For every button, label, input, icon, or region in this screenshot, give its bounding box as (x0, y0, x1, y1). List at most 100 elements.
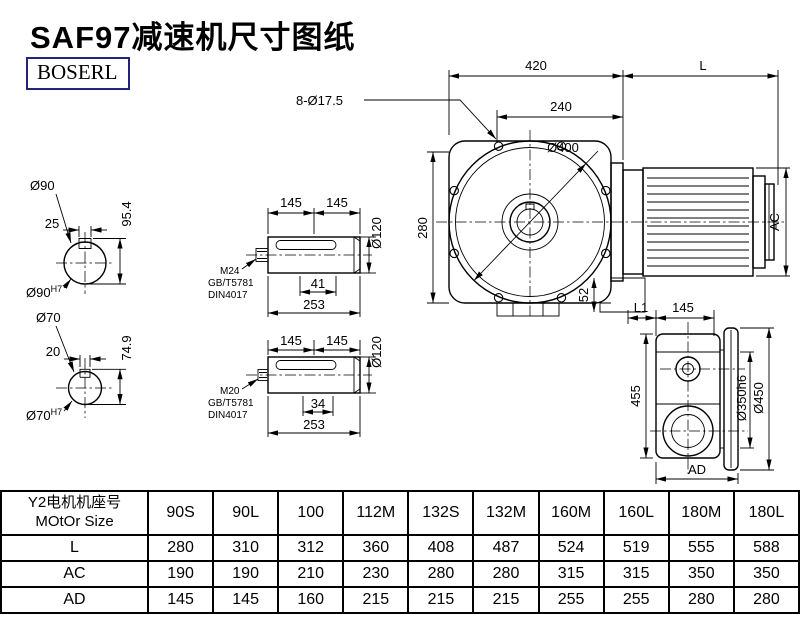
table-row-AC: AC 190 190 210 230 280 280 315 315 350 3… (0, 560, 800, 588)
motor-size-col-3: 112M (342, 490, 410, 536)
cell-L-7: 519 (602, 534, 670, 562)
output-flange (723, 327, 739, 471)
cell-L-4: 408 (407, 534, 475, 562)
cell-AC-1: 190 (212, 560, 280, 588)
motor-size-col-5: 132M (472, 490, 540, 536)
cell-L-8: 555 (667, 534, 735, 562)
dia-label-1: Ø90 (30, 178, 55, 193)
dim-253-shaft2: 253 (303, 417, 325, 432)
cell-AD-7: 255 (602, 586, 670, 614)
dim-52: 52 (576, 288, 591, 302)
technical-drawing: 420 L 240 8-Ø17.5 Ø400 280 52 (26, 58, 790, 484)
dim-dia-shaft2: Ø120 (369, 336, 384, 368)
row-label-AD: AD (0, 586, 149, 614)
cell-AD-0: 145 (146, 586, 215, 614)
cell-AC-0: 190 (146, 560, 215, 588)
cell-AC-8: 350 (667, 560, 735, 588)
cell-L-2: 312 (277, 534, 345, 562)
cell-AC-4: 280 (407, 560, 475, 588)
dim-L1: L1 (634, 300, 648, 315)
dia-400: Ø400 (547, 140, 579, 155)
dim-280: 280 (415, 217, 430, 239)
dim-key-2: 20 (46, 344, 60, 359)
standard-label-2b: DIN4017 (208, 410, 248, 421)
thread-label-2: M20 (220, 386, 240, 397)
table-row-AD: AD 145 145 160 215 215 215 255 255 280 2… (0, 586, 800, 614)
dim-145a-shaft1: 145 (280, 195, 302, 210)
motor-size-col-2: 100 (277, 490, 345, 536)
cell-AD-9: 280 (732, 586, 800, 614)
cell-AC-9: 350 (732, 560, 800, 588)
motor-size-col-1: 90L (212, 490, 280, 536)
bore-label-1: Ø90H7 (26, 284, 62, 300)
dim-dia-shaft1: Ø120 (369, 217, 384, 249)
row-label-AC: AC (0, 560, 149, 588)
motor-size-col-6: 160M (537, 490, 605, 536)
dia-350: Ø350h6 (734, 375, 749, 421)
motor-size-header: Y2电机机座号 MOtOr Size (0, 490, 149, 536)
dim-height-2: 74.9 (119, 335, 134, 360)
table-row-L: L 280 310 312 360 408 487 524 519 555 58… (0, 534, 800, 562)
keyway-1 (275, 240, 337, 250)
cell-L-1: 310 (212, 534, 280, 562)
dim-145b-shaft2: 145 (326, 333, 348, 348)
motor-size-col-8: 180M (667, 490, 735, 536)
side-view-drawing: L1 145 455 Ø350h6 Ø450 AD (627, 300, 774, 484)
shaft-side-view-2: 145 145 Ø120 M20 GB/T5781 DIN4017 34 253 (208, 333, 384, 437)
motor-size-col-7: 160L (602, 490, 670, 536)
standard-label-1a: GB/T5781 (208, 278, 254, 289)
dim-height-1: 95.4 (119, 201, 134, 226)
cell-L-3: 360 (342, 534, 410, 562)
dim-41: 41 (311, 276, 325, 291)
cell-AC-2: 210 (277, 560, 345, 588)
cell-AD-8: 280 (667, 586, 735, 614)
fan-cover (764, 183, 775, 261)
cell-L-5: 487 (472, 534, 540, 562)
cell-AC-7: 315 (602, 560, 670, 588)
cell-AC-3: 230 (342, 560, 410, 588)
cell-L-0: 280 (146, 534, 215, 562)
bolt-holes-label: 8-Ø17.5 (296, 93, 343, 108)
cell-AC-6: 315 (537, 560, 605, 588)
dia-label-2: Ø70 (36, 310, 61, 325)
front-view-drawing: 420 L 240 8-Ø17.5 Ø400 280 52 (296, 58, 790, 317)
cell-AD-6: 255 (537, 586, 605, 614)
bore-label-2: Ø70H7 (26, 407, 62, 423)
cell-AD-3: 215 (342, 586, 410, 614)
thread-label-1: M24 (220, 266, 240, 277)
cell-L-6: 524 (537, 534, 605, 562)
shaft-end-view-2: Ø70 20 74.9 Ø70H7 (26, 310, 134, 423)
shaft-end-circle-1 (63, 241, 107, 285)
shaft-end-view-1: Ø90 25 95.4 Ø90H7 (26, 178, 134, 300)
standard-label-1b: DIN4017 (208, 290, 248, 301)
keyway-2 (275, 360, 337, 370)
dim-240: 240 (550, 99, 572, 114)
dim-AD: AD (688, 462, 706, 477)
table-header-row: Y2电机机座号 MOtOr Size 90S 90L 100 112M 132S… (0, 490, 800, 536)
cell-L-9: 588 (732, 534, 800, 562)
gearbox-profile (655, 333, 721, 459)
shaft-body-2 (267, 356, 361, 394)
dimension-table: Y2电机机座号 MOtOr Size 90S 90L 100 112M 132S… (0, 490, 800, 614)
dim-145-side: 145 (672, 300, 694, 315)
dim-145a-shaft2: 145 (280, 333, 302, 348)
cell-AD-5: 215 (472, 586, 540, 614)
dim-455: 455 (628, 385, 643, 407)
shaft-end-circle-2 (67, 370, 103, 406)
motor-size-col-4: 132S (407, 490, 475, 536)
motor-size-col-9: 180L (732, 490, 800, 536)
dim-420: 420 (525, 58, 547, 73)
motor-size-header-en: MOtOr Size (35, 513, 114, 530)
dim-L: L (699, 58, 706, 73)
shaft-body-1 (267, 236, 361, 274)
page-title: SAF97减速机尺寸图纸 (30, 20, 356, 55)
dim-key-1: 25 (45, 216, 59, 231)
motor-size-col-0: 90S (146, 490, 215, 536)
shaft-side-view-1: 145 145 Ø120 M24 GB/T5781 DIN4017 41 253 (208, 195, 384, 317)
cell-AD-1: 145 (212, 586, 280, 614)
dim-34: 34 (311, 396, 325, 411)
cell-AD-2: 160 (277, 586, 345, 614)
dim-253-shaft1: 253 (303, 297, 325, 312)
brand-logo: BOSERL (26, 57, 130, 90)
